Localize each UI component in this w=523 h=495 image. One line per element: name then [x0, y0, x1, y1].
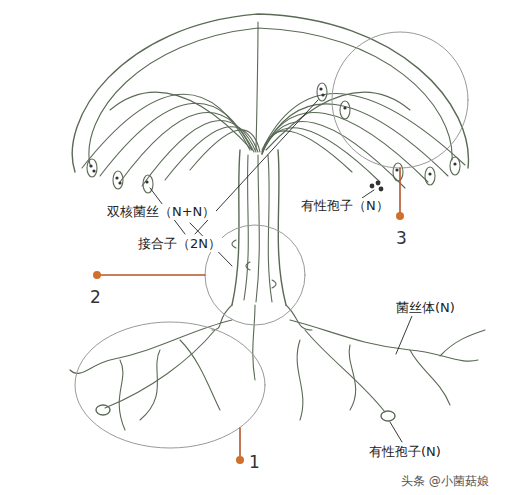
callout-number: 2 [89, 287, 102, 307]
callout-number: 3 [395, 228, 408, 248]
callout-number: 1 [248, 452, 261, 472]
dikaryon-label: 双核菌丝（N+N） [106, 204, 216, 220]
spore-label: 有性孢子(N) [368, 444, 442, 460]
spore-label: 有性孢子（N） [300, 198, 390, 214]
watermark: 头条 @小菌菇娘 [400, 474, 490, 488]
zygote-label: 接合子（2N） [137, 236, 222, 252]
mycelium-label: 菌丝体(N) [395, 300, 456, 316]
